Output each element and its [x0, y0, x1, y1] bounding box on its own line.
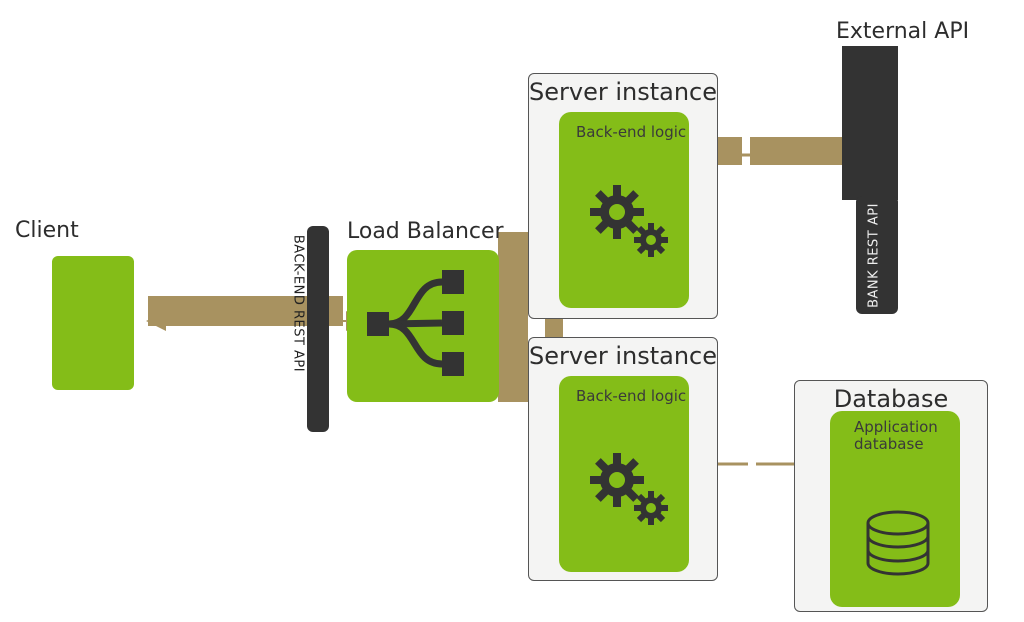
- external-api-block: [842, 46, 898, 200]
- backend-logic-1-label: Back-end logic: [576, 123, 687, 141]
- backend-api-label: BACK-END REST API: [290, 234, 306, 373]
- backend-logic-2-label: Back-end logic: [576, 387, 687, 405]
- lb-trunk: [498, 232, 528, 402]
- client-title: Client: [15, 218, 79, 243]
- instance-link-bar: [545, 318, 563, 338]
- server-instance-1-title: Server instance: [529, 78, 718, 106]
- database-title: Database: [833, 385, 949, 413]
- server-instance-1: Server instance Back-end logic: [528, 73, 718, 319]
- database-icon: [866, 510, 930, 576]
- application-database-box: Application database: [830, 411, 960, 607]
- application-database-label: Application database: [854, 418, 938, 454]
- load-balancer-box: [347, 250, 499, 402]
- client-box: [52, 256, 134, 390]
- database-container: Database Application database: [794, 380, 988, 612]
- backend-api-bar: [307, 226, 329, 432]
- server-instance-2-title: Server instance: [529, 342, 718, 370]
- bank-api-bar: [856, 196, 898, 314]
- external-api-title: External API: [836, 19, 970, 44]
- backend-logic-2-box: Back-end logic: [559, 376, 689, 572]
- gears-icon: [590, 453, 668, 525]
- server-instance-2: Server instance Back-end logic: [528, 337, 718, 581]
- bank-api-label: BANK REST API: [866, 203, 882, 308]
- external-api-band-gap: [742, 137, 750, 165]
- backend-logic-1-box: Back-end logic: [559, 112, 689, 308]
- gears-icon: [590, 185, 668, 257]
- load-balancer-title: Load Balancer: [347, 219, 504, 244]
- db-arrow-gap: [748, 458, 756, 470]
- load-balancer-icon: [367, 270, 464, 376]
